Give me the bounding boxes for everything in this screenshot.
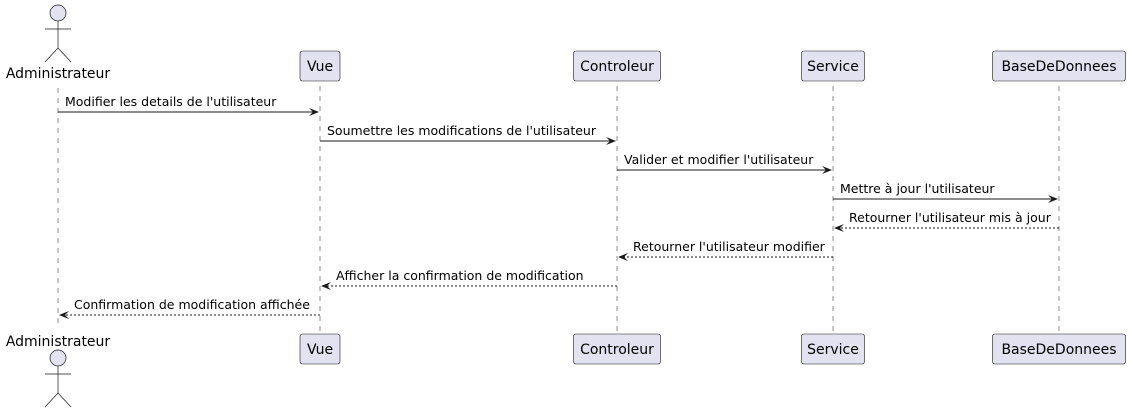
arrowhead-icon bbox=[834, 224, 844, 232]
participant-box bbox=[299, 50, 341, 82]
participant-box bbox=[573, 50, 661, 82]
actor-leg-right bbox=[57, 392, 72, 408]
message-label: Modifier les details de l'utilisateur bbox=[65, 94, 277, 109]
arrowhead-icon bbox=[321, 282, 331, 290]
participant-box bbox=[801, 333, 865, 365]
message-label: Retourner l'utilisateur mis à jour bbox=[849, 210, 1052, 225]
participant-label: Vue bbox=[307, 59, 333, 75]
arrowhead-icon bbox=[618, 253, 628, 261]
arrowhead-icon bbox=[822, 166, 832, 174]
message-4: Mettre à jour l'utilisateur bbox=[833, 181, 1058, 203]
message-7: Afficher la confirmation de modification bbox=[321, 268, 617, 290]
actor-head-icon bbox=[49, 349, 67, 367]
message-8: Confirmation de modification affichée bbox=[59, 297, 320, 319]
actor-leg-right bbox=[57, 47, 72, 63]
actor-administrateur-bottom: Administrateur bbox=[6, 334, 111, 408]
participant-label: Service bbox=[807, 59, 859, 75]
actor-label: Administrateur bbox=[6, 66, 111, 82]
arrowhead-icon bbox=[606, 137, 616, 145]
actor-administrateur-top: Administrateur bbox=[6, 4, 111, 82]
message-label: Afficher la confirmation de modification bbox=[336, 268, 584, 283]
message-2: Soumettre les modifications de l'utilisa… bbox=[320, 123, 616, 145]
participant-label: Controleur bbox=[580, 59, 654, 75]
participant-basededonnees-top: BaseDeDonnees bbox=[992, 50, 1126, 82]
participant-vue-bottom: Vue bbox=[299, 333, 341, 365]
participant-label: BaseDeDonnees bbox=[1001, 342, 1116, 358]
message-3: Valider et modifier l'utilisateur bbox=[617, 152, 832, 174]
actor-label: Administrateur bbox=[6, 334, 111, 350]
message-6: Retourner l'utilisateur modifier bbox=[618, 239, 833, 261]
message-label: Mettre à jour l'utilisateur bbox=[840, 181, 995, 196]
message-label: Confirmation de modification affichée bbox=[74, 297, 310, 312]
actor-leg-left bbox=[44, 47, 59, 63]
participant-controleur-bottom: Controleur bbox=[573, 333, 661, 365]
actor-leg-left bbox=[44, 392, 59, 408]
message-label: Soumettre les modifications de l'utilisa… bbox=[327, 123, 597, 138]
participant-service-top: Service bbox=[801, 50, 865, 82]
participant-label: Service bbox=[807, 342, 859, 358]
participant-label: BaseDeDonnees bbox=[1001, 59, 1116, 75]
participant-service-bottom: Service bbox=[801, 333, 865, 365]
participant-box bbox=[299, 333, 341, 365]
message-label: Retourner l'utilisateur modifier bbox=[633, 239, 826, 254]
arrowhead-icon bbox=[309, 108, 319, 116]
arrowhead-icon bbox=[59, 311, 69, 319]
participant-label: Vue bbox=[307, 342, 333, 358]
arrowhead-icon bbox=[1048, 195, 1058, 203]
actor-head-icon bbox=[49, 4, 67, 22]
participant-box bbox=[573, 333, 661, 365]
participant-label: Controleur bbox=[580, 342, 654, 358]
participant-box bbox=[992, 333, 1126, 365]
participant-controleur-top: Controleur bbox=[573, 50, 661, 82]
participant-box bbox=[992, 50, 1126, 82]
participant-box bbox=[801, 50, 865, 82]
message-1: Modifier les details de l'utilisateur bbox=[58, 94, 319, 116]
message-5: Retourner l'utilisateur mis à jour bbox=[834, 210, 1059, 232]
message-label: Valider et modifier l'utilisateur bbox=[624, 152, 814, 167]
participant-basededonnees-bottom: BaseDeDonnees bbox=[992, 333, 1126, 365]
participant-vue-top: Vue bbox=[299, 50, 341, 82]
